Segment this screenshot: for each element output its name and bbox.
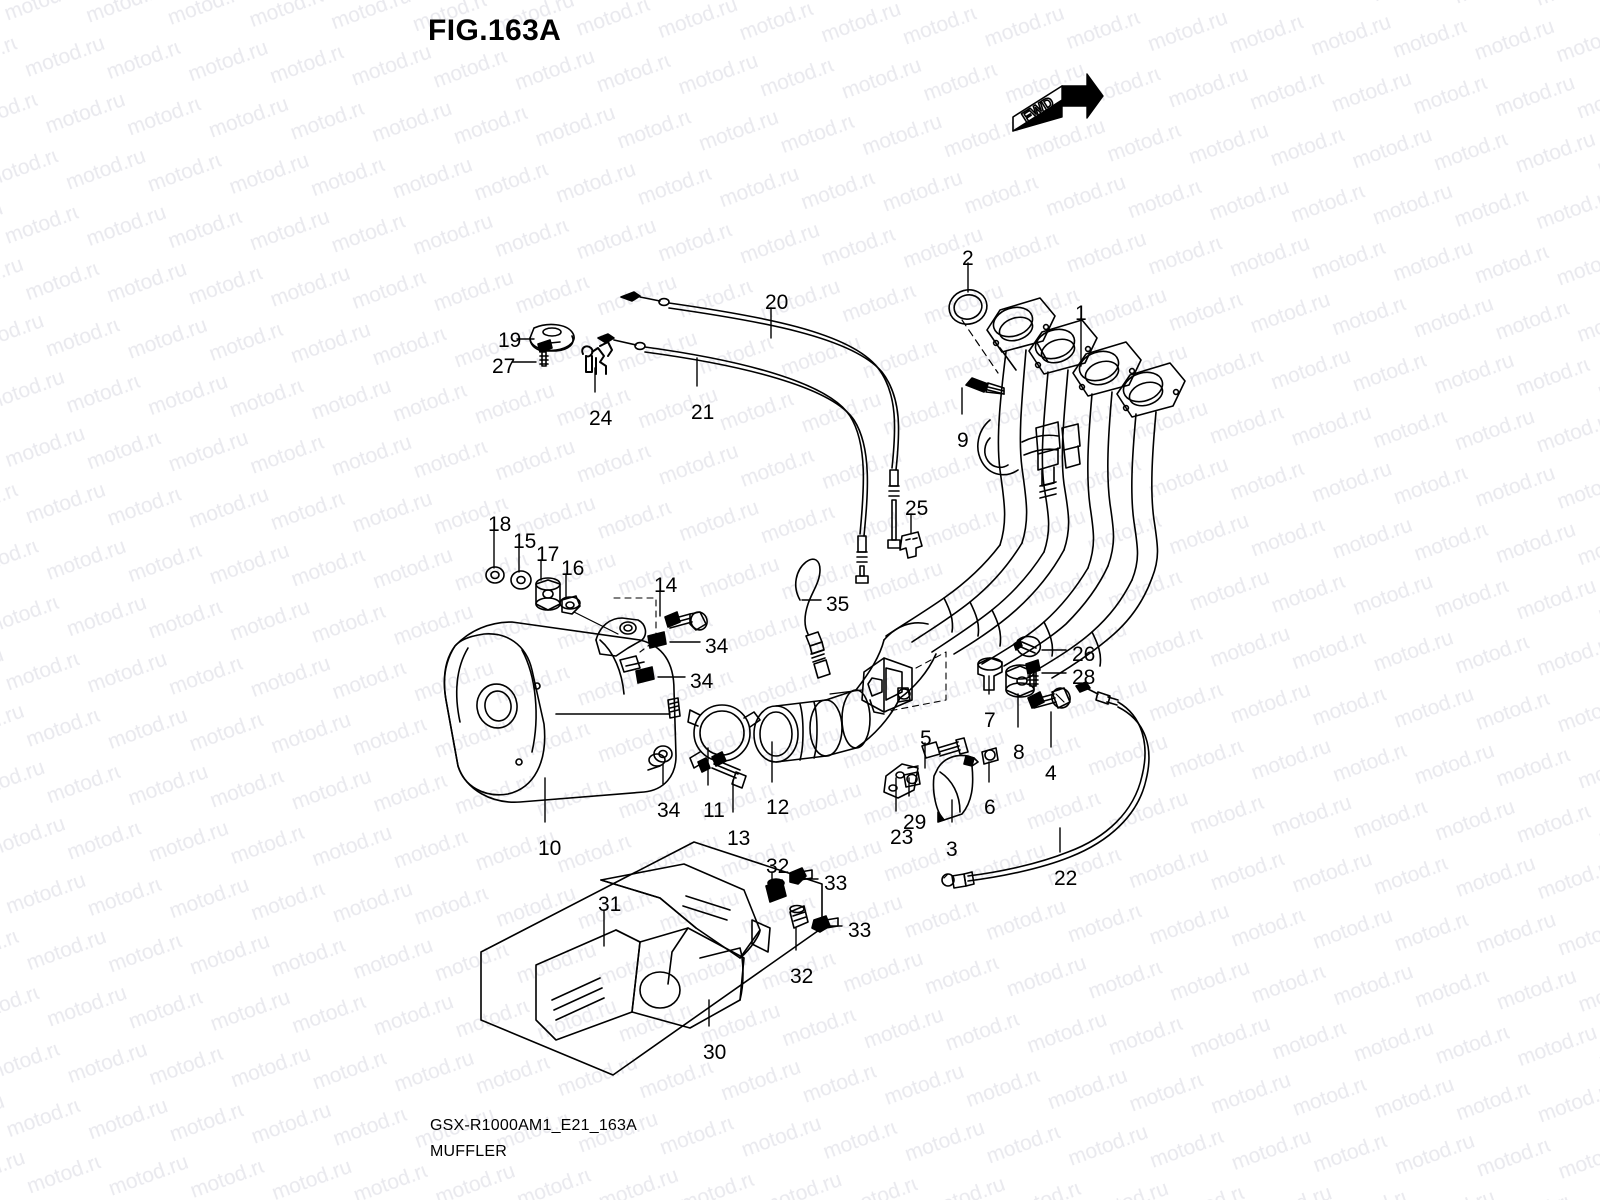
callout-7-mount-bushing: 7 bbox=[984, 709, 996, 732]
callout-14-mounting-bolt: 14 bbox=[654, 574, 678, 597]
callout-12-connector-pipe: 12 bbox=[766, 796, 790, 819]
callout-34-nut: 34 bbox=[705, 635, 729, 658]
callout-28-bolt: 28 bbox=[1072, 666, 1096, 689]
callout-33-clip-fastener: 33 bbox=[824, 872, 848, 895]
callout-25-cable-clamp: 25 bbox=[905, 497, 929, 520]
callout-33-clip-fastener: 33 bbox=[848, 919, 872, 942]
callout-24-spring-clip: 24 bbox=[589, 407, 613, 430]
callout-34-nut: 34 bbox=[690, 670, 714, 693]
callout-32-grommet: 32 bbox=[790, 965, 814, 988]
callout-5-stud-bolt: 5 bbox=[920, 727, 932, 750]
callout-26-hose-clip: 26 bbox=[1072, 643, 1096, 666]
callout-10-muffler-body: 10 bbox=[538, 837, 562, 860]
callout-22-exhaust-valve-cable-no3: 22 bbox=[1054, 867, 1078, 890]
callout-6-clip: 6 bbox=[984, 796, 996, 819]
callout-21-exhaust-valve-cable-no2: 21 bbox=[691, 401, 715, 424]
callout-1-exhaust-pipe-assembly: 1 bbox=[1075, 302, 1087, 325]
callout-19-cable-pulley: 19 bbox=[498, 329, 522, 352]
callout-31-cowling-inner-panel: 31 bbox=[598, 893, 622, 916]
callout-13-clamp-bolt: 13 bbox=[727, 827, 751, 850]
page-title: FIG.163A bbox=[428, 14, 562, 47]
callout-34-nut: 34 bbox=[657, 799, 681, 822]
callout-35-oxygen-sensor: 35 bbox=[826, 593, 850, 616]
callout-4-flange-bolt: 4 bbox=[1045, 762, 1057, 785]
callout-18-nut: 18 bbox=[488, 513, 512, 536]
callout-30-under-cowling-panel: 30 bbox=[703, 1041, 727, 1064]
callout-29-nut: 29 bbox=[903, 811, 927, 834]
callout-16-collar: 16 bbox=[561, 557, 585, 580]
callout-8-collar-spacer: 8 bbox=[1013, 741, 1025, 764]
callout-27-screw: 27 bbox=[492, 355, 516, 378]
footer-part-code: GSX-R1000AM1_E21_163A bbox=[430, 1117, 637, 1134]
callout-15-washer: 15 bbox=[513, 530, 537, 553]
footer-assembly-name: MUFFLER bbox=[430, 1143, 507, 1160]
callout-2-exhaust-gasket-ring: 2 bbox=[962, 247, 974, 270]
callout-9-stud: 9 bbox=[957, 429, 969, 452]
callout-20-exhaust-valve-cable-no1: 20 bbox=[765, 291, 789, 314]
callout-11-exhaust-clamp: 11 bbox=[703, 799, 725, 822]
callout-3-heat-shield-cover: 3 bbox=[946, 838, 958, 861]
callout-17-rubber-grommet: 17 bbox=[536, 543, 560, 566]
callout-32-grommet: 32 bbox=[766, 855, 790, 878]
